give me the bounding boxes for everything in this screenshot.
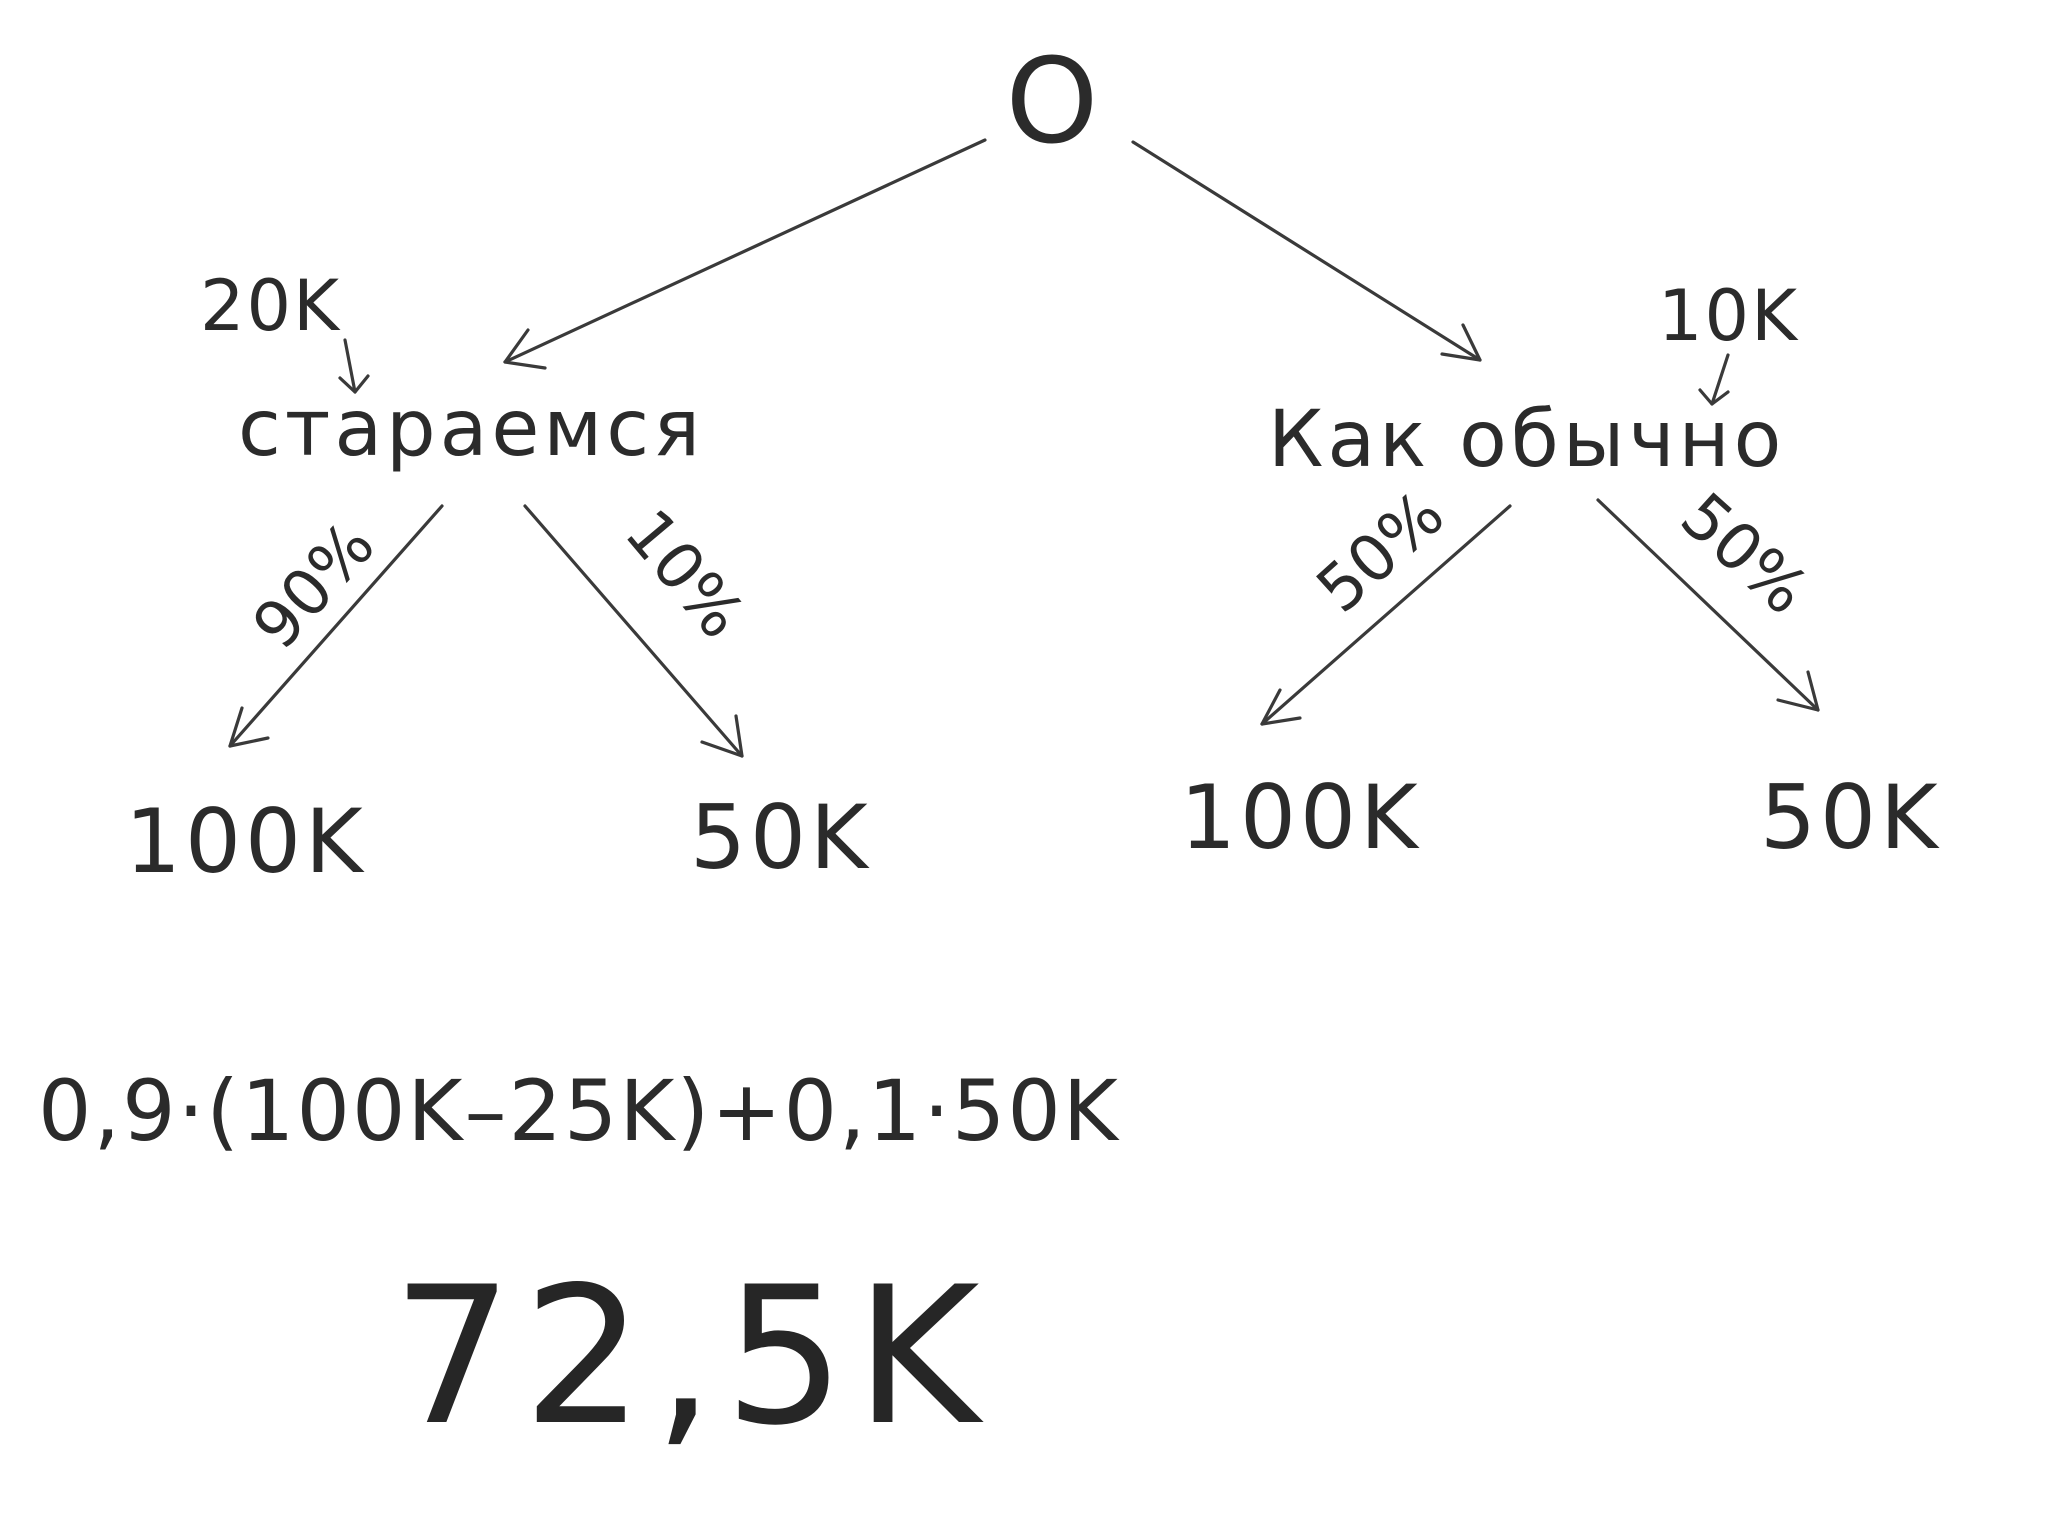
right-branch-cost: 10K [1658, 275, 1799, 357]
right-cost-pointer-arrow [1698, 353, 1730, 406]
right-outcome-1-arrow [1260, 504, 1512, 726]
expected-value-formula: 0,9·(100K–25K)+0,1·50K [38, 1062, 1120, 1160]
root-to-left-arrow [503, 138, 987, 370]
left-outcome-1-probability: 90% [239, 508, 389, 663]
left-outcome-1-arrow [228, 504, 444, 748]
left-cost-pointer-arrow [338, 338, 370, 394]
right-outcome-2-probability: 50% [1666, 479, 1821, 629]
root-node: O [1006, 32, 1099, 170]
right-outcome-2-arrow [1596, 498, 1820, 712]
right-outcome-1-probability: 50% [1303, 477, 1458, 627]
left-outcome-1-value: 100K [125, 790, 367, 893]
left-outcome-2-value: 50K [690, 786, 872, 889]
right-outcome-1-value: 100K [1180, 766, 1422, 869]
root-to-right-arrow [1131, 140, 1482, 362]
left-branch-cost: 20K [200, 265, 341, 347]
right-branch-label: Как обычно [1268, 395, 1785, 485]
expected-value-result: 72,5K [392, 1246, 990, 1467]
right-outcome-2-value: 50K [1760, 766, 1942, 869]
left-outcome-2-arrow [523, 504, 744, 758]
left-branch-label: стараемся [238, 384, 704, 474]
